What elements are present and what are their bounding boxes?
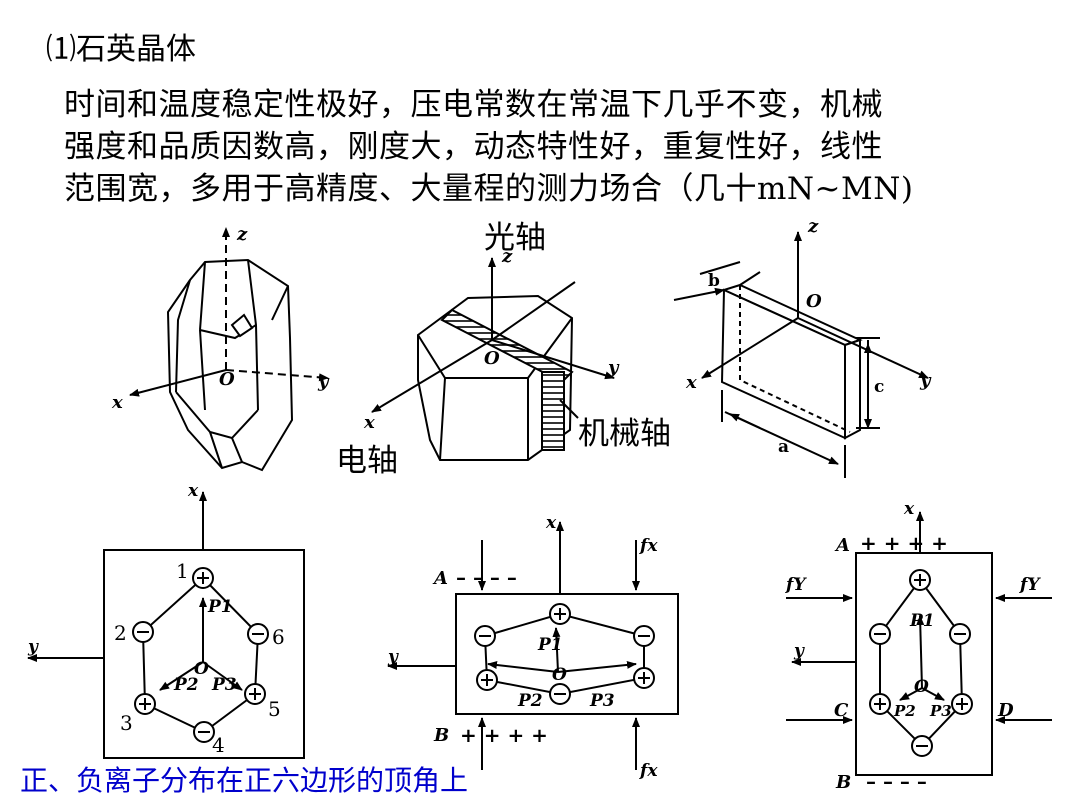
dipole-p2-label-3: P2	[893, 702, 916, 720]
surface-b-label-3: B	[835, 772, 851, 793]
axis-y-label-3: y	[919, 370, 932, 391]
dipole-p1-label-3: P1	[909, 611, 935, 631]
dipole-p2-label-1: P2	[173, 675, 199, 695]
surface-a-label-3: A	[834, 535, 850, 556]
axis-x-label-6: x	[903, 499, 915, 519]
dipole-p3-label-1: P3	[211, 675, 237, 695]
charge-row-bottom-2: + + + +	[460, 723, 548, 747]
origin-label-2: O	[484, 348, 500, 369]
charge-row-top-2: – – – –	[456, 565, 517, 589]
hexagonal-prism-figure	[371, 257, 615, 461]
axis-y-label-6: y	[793, 641, 805, 661]
crystal-slice-figure	[673, 231, 929, 478]
axis-x-label-5: x	[545, 513, 557, 533]
ion-number-2: 2	[114, 621, 127, 645]
slice-dim-b: b	[708, 271, 720, 291]
axis-y-label-1: y	[317, 371, 330, 392]
surface-b-label-2: B	[433, 725, 449, 746]
axis-z-label-3: z	[807, 216, 819, 237]
origin-label-5: O	[552, 665, 567, 685]
ion-number-6: 6	[272, 625, 285, 649]
axis-y-label-4: y	[27, 637, 39, 657]
axis-x-label-3: x	[685, 372, 697, 393]
axis-x-label-4: x	[187, 481, 199, 501]
axis-z-label-2: z	[501, 246, 513, 267]
origin-label-3: O	[806, 291, 822, 312]
ion-number-1: 1	[176, 559, 189, 583]
axis-y-label-2: y	[607, 357, 620, 378]
description-line-1: 时间和温度稳定性极好，压电常数在常温下几乎不变，机械	[64, 87, 883, 123]
force-fy-left-label: fY	[785, 575, 807, 595]
origin-label-4: O	[194, 659, 209, 679]
electrical-axis-label: 电轴	[336, 443, 398, 479]
axis-x-label-2: x	[363, 412, 375, 433]
dipole-p3-label-2: P3	[589, 691, 615, 711]
dipole-p2-label-2: P2	[517, 691, 543, 711]
slice-dim-c: c	[874, 377, 884, 397]
optical-axis-label: 光轴	[484, 220, 546, 256]
charge-row-top-3: + + + +	[860, 531, 948, 555]
origin-label-1: O	[219, 369, 235, 390]
axis-y-label-5: y	[387, 647, 399, 667]
ion-distribution-caption: 正、负离子分布在正六边形的顶角上	[20, 764, 469, 797]
surface-d-label: D	[997, 700, 1014, 721]
force-fx-bottom-label: fx	[639, 761, 658, 781]
ion-number-3: 3	[120, 711, 133, 735]
surface-c-label: C	[834, 700, 849, 721]
charge-row-bottom-3: – – – –	[866, 769, 927, 793]
section-heading: ⑴石英晶体	[46, 32, 196, 67]
quartz-crystal-figure	[129, 227, 329, 472]
dipole-p1-label-2: P1	[537, 635, 563, 655]
ion-number-5: 5	[268, 697, 281, 721]
ion-number-4: 4	[212, 733, 225, 757]
slice-dim-a: a	[778, 437, 789, 457]
dipole-p1-label-1: P1	[207, 597, 233, 617]
axis-z-label-1: z	[236, 224, 248, 245]
axis-x-label-1: x	[111, 392, 123, 413]
force-fy-right-label: fY	[1019, 575, 1041, 595]
description-line-3: 范围宽，多用于高精度、大量程的测力场合（几十mN~MN)	[64, 171, 914, 207]
description-line-2: 强度和品质因数高，刚度大，动态特性好，重复性好，线性	[64, 129, 883, 165]
force-fx-top-label: fx	[639, 536, 658, 556]
origin-label-6: O	[914, 677, 929, 697]
surface-a-label-2: A	[432, 568, 448, 589]
dipole-p3-label-3: P3	[929, 702, 952, 720]
mechanical-axis-label: 机械轴	[578, 416, 671, 452]
